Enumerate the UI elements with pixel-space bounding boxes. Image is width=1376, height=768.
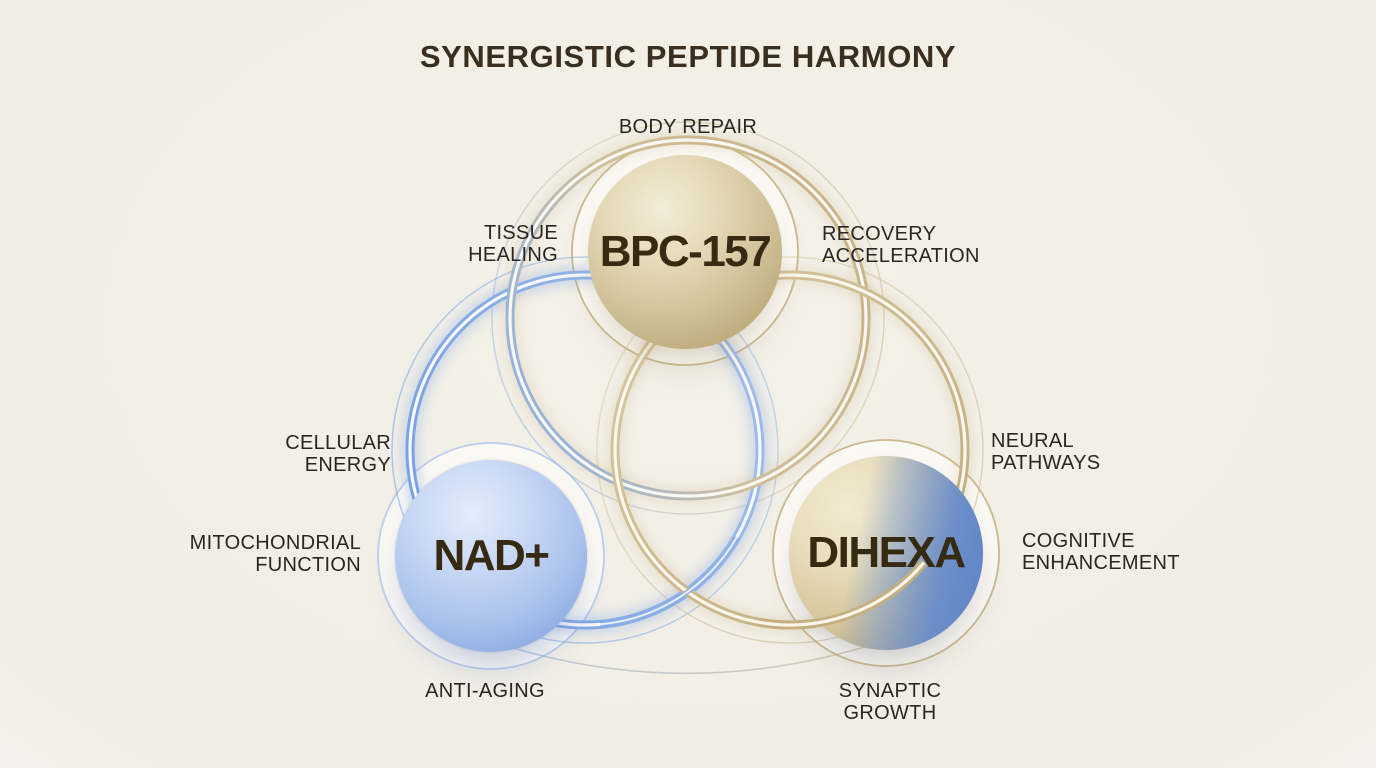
benefit-label-cellular-energy: CELLULAR ENERGY <box>285 432 391 476</box>
dihexa-thin-ring <box>772 439 1000 667</box>
sphere-nad: NAD+ <box>395 460 587 652</box>
benefit-label-anti-aging: ANTI-AGING <box>425 680 545 702</box>
sphere-label-nad: NAD+ <box>433 531 550 580</box>
sphere-label-dihexa: DIHEXA <box>807 528 966 577</box>
nad-offset-circle <box>391 256 779 644</box>
benefit-label-cognitive-enhancement: COGNITIVE ENHANCEMENT <box>1022 530 1180 574</box>
benefit-label-body-repair: BODY REPAIR <box>618 116 758 138</box>
dihexa-halo-ring <box>773 440 999 666</box>
benefit-label-recovery-acceleration: RECOVERY ACCELERATION <box>822 223 980 267</box>
benefit-label-synaptic-growth: SYNAPTIC GROWTH <box>838 680 942 724</box>
sphere-label-bpc157: BPC-157 <box>599 227 772 276</box>
page-title: SYNERGISTIC PEPTIDE HARMONY <box>419 39 957 74</box>
bottom-swoosh-line <box>499 640 885 675</box>
sphere-bpc157: BPC-157 <box>588 155 782 349</box>
sphere-dihexa: DIHEXA <box>789 456 983 650</box>
benefit-label-mitochondrial-function: MITOCHONDRIAL FUNCTION <box>189 532 361 576</box>
dihexa-offset-circle <box>596 256 984 644</box>
bpc157-offset-circle <box>491 121 885 515</box>
benefit-label-tissue-healing: TISSUE HEALING <box>468 222 558 266</box>
companion-circles <box>391 121 984 675</box>
benefit-label-neural-pathways: NEURAL PATHWAYS <box>991 430 1101 474</box>
nad-halo-ring <box>378 443 604 669</box>
